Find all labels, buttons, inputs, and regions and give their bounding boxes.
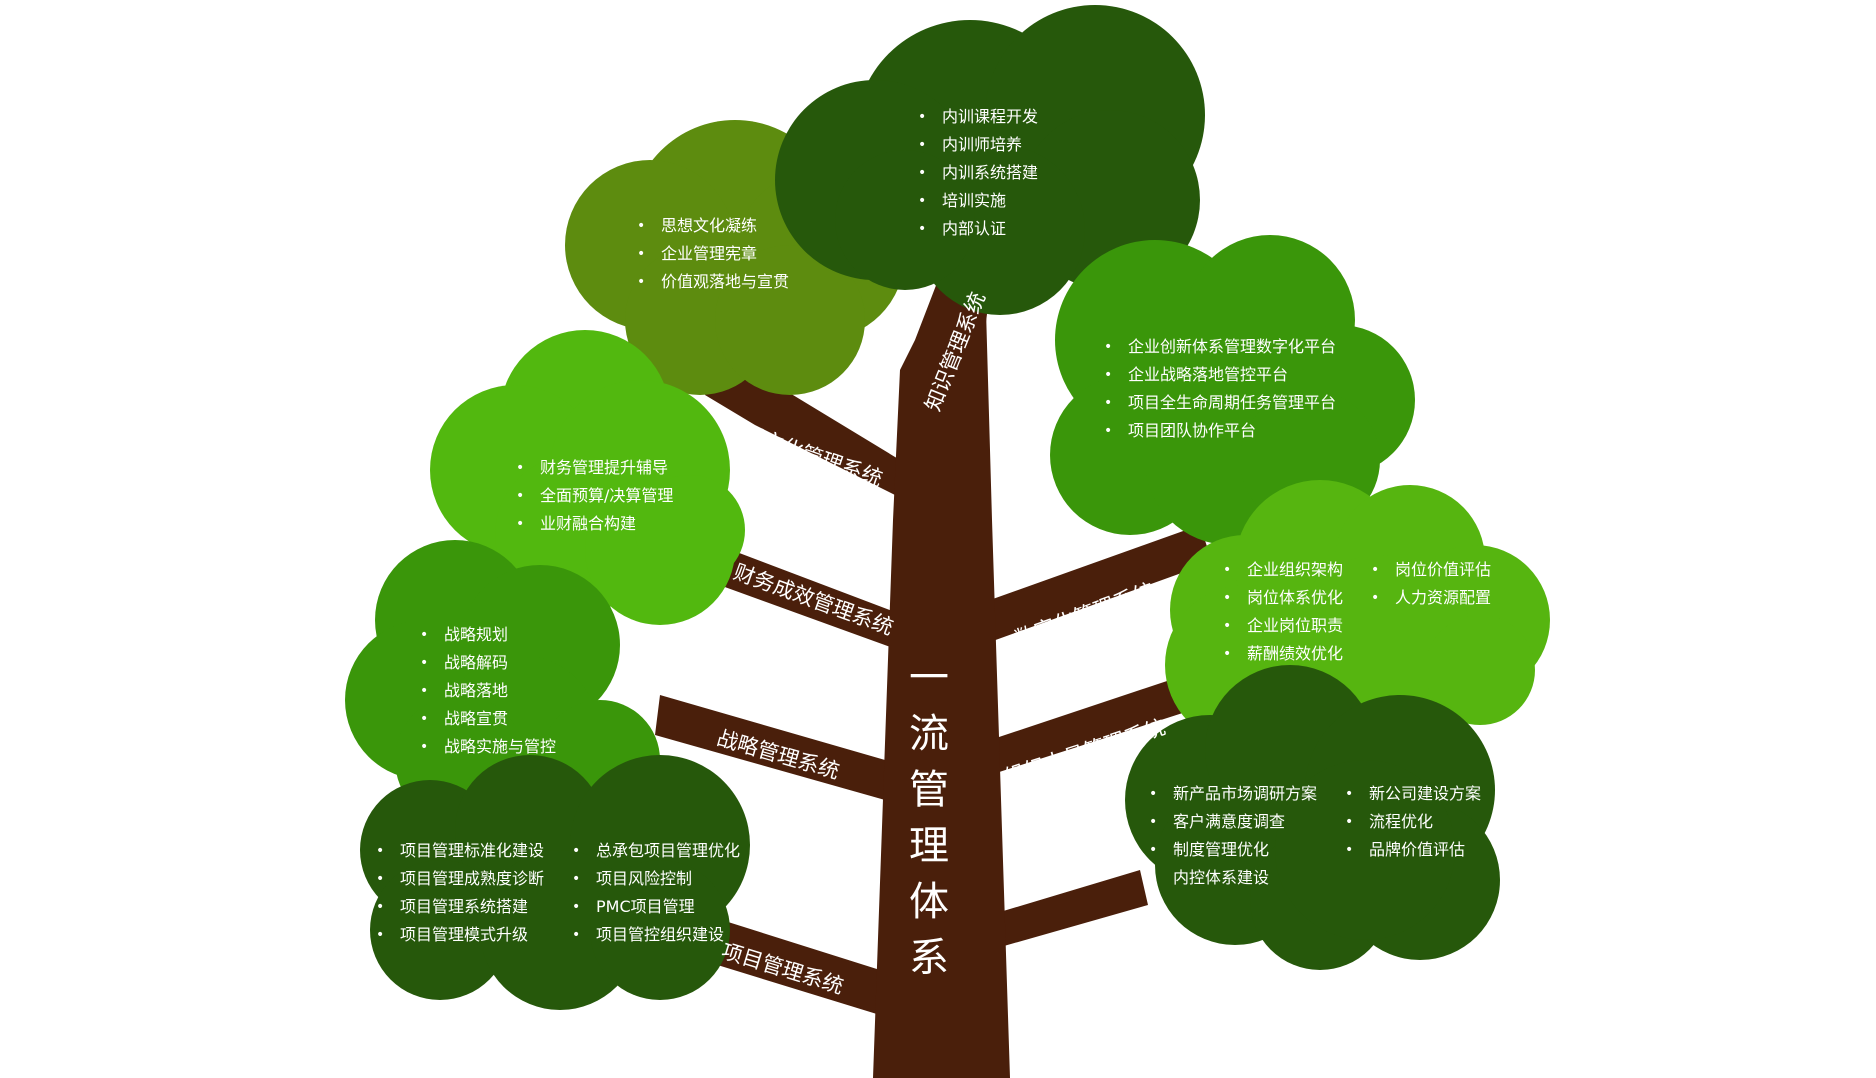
- cloud-digital-text: 企业创新体系管理数字化平台 企业战略落地管控平台 项目全生命周期任务管理平台 项…: [1104, 333, 1336, 445]
- center-title-char: 系: [909, 935, 949, 981]
- list-item: 战略规划: [420, 621, 556, 649]
- list-item: 项目管理标准化建设: [376, 837, 544, 865]
- list-item: 企业管理宪章: [637, 240, 789, 268]
- tree-trunk: [873, 275, 1010, 1078]
- list-item: 内训课程开发: [918, 103, 1038, 131]
- list-item: 项目团队协作平台: [1104, 417, 1336, 445]
- list-item: 内控体系建设: [1149, 864, 1317, 892]
- branch-digital: [990, 525, 1212, 642]
- cloud-knowledge-text: 内训课程开发 内训师培养 内训系统搭建 培训实施 内部认证: [918, 103, 1038, 243]
- list-item: 战略宣贯: [420, 705, 556, 733]
- center-title-char: 管: [909, 767, 949, 813]
- center-title-char: 理: [909, 823, 949, 869]
- cloud-operation-text: 新产品市场调研方案 客户满意度调查 制度管理优化 内控体系建设 新公司建设方案 …: [1149, 780, 1481, 892]
- branch-strategy: [655, 695, 885, 800]
- list-item: 战略解码: [420, 649, 556, 677]
- cloud-finance-text: 财务管理提升辅导 全面预算/决算管理 业财融合构建: [516, 454, 673, 538]
- cloud-strategy-text: 战略规划 战略解码 战略落地 战略宣贯 战略实施与管控: [420, 621, 556, 761]
- list-item: 客户满意度调查: [1149, 808, 1317, 836]
- list-item: 全面预算/决算管理: [516, 482, 673, 510]
- center-title-char: 流: [909, 711, 949, 757]
- center-title-char: 体: [909, 879, 949, 925]
- list-item: 品牌价值评估: [1345, 836, 1481, 864]
- list-item: 新产品市场调研方案: [1149, 780, 1317, 808]
- list-item: 人力资源配置: [1371, 584, 1491, 612]
- list-item: 培训实施: [918, 187, 1038, 215]
- list-item: 项目风险控制: [572, 865, 740, 893]
- list-item: 业财融合构建: [516, 510, 673, 538]
- list-item: 内部认证: [918, 215, 1038, 243]
- cloud-organization-text: 企业组织架构 岗位体系优化 企业岗位职责 薪酬绩效优化 岗位价值评估 人力资源配…: [1223, 556, 1491, 668]
- list-item: 战略落地: [420, 677, 556, 705]
- branch-operation: [990, 870, 1148, 950]
- list-item: 项目全生命周期任务管理平台: [1104, 389, 1336, 417]
- list-item: 项目管控组织建设: [572, 921, 740, 949]
- branch-organization: [990, 675, 1192, 775]
- list-item: 价值观落地与宣贯: [637, 268, 789, 296]
- list-item: 战略实施与管控: [420, 733, 556, 761]
- center-title: 一 流 管 理 体 系: [903, 650, 955, 986]
- list-item: 新公司建设方案: [1345, 780, 1481, 808]
- list-item: 流程优化: [1345, 808, 1481, 836]
- center-title-char: 一: [909, 655, 949, 701]
- list-item: 企业岗位职责: [1223, 612, 1343, 640]
- list-item: 岗位体系优化: [1223, 584, 1343, 612]
- list-item: 薪酬绩效优化: [1223, 640, 1343, 668]
- list-item: 企业战略落地管控平台: [1104, 361, 1336, 389]
- list-item: 项目管理成熟度诊断: [376, 865, 544, 893]
- list-item: PMC项目管理: [572, 893, 740, 921]
- list-item: 内训师培养: [918, 131, 1038, 159]
- branch-finance: [700, 540, 895, 648]
- list-item: 项目管理模式升级: [376, 921, 544, 949]
- list-item: 制度管理优化: [1149, 836, 1317, 864]
- list-item: 项目管理系统搭建: [376, 893, 544, 921]
- list-item: 岗位价值评估: [1371, 556, 1491, 584]
- cloud-project-text: 项目管理标准化建设 项目管理成熟度诊断 项目管理系统搭建 项目管理模式升级 总承…: [376, 837, 740, 949]
- list-item: 企业组织架构: [1223, 556, 1343, 584]
- list-item: 财务管理提升辅导: [516, 454, 673, 482]
- cloud-culture-text: 思想文化凝练 企业管理宪章 价值观落地与宣贯: [637, 212, 789, 296]
- list-item: 内训系统搭建: [918, 159, 1038, 187]
- list-item: 总承包项目管理优化: [572, 837, 740, 865]
- list-item: 思想文化凝练: [637, 212, 789, 240]
- list-item: 企业创新体系管理数字化平台: [1104, 333, 1336, 361]
